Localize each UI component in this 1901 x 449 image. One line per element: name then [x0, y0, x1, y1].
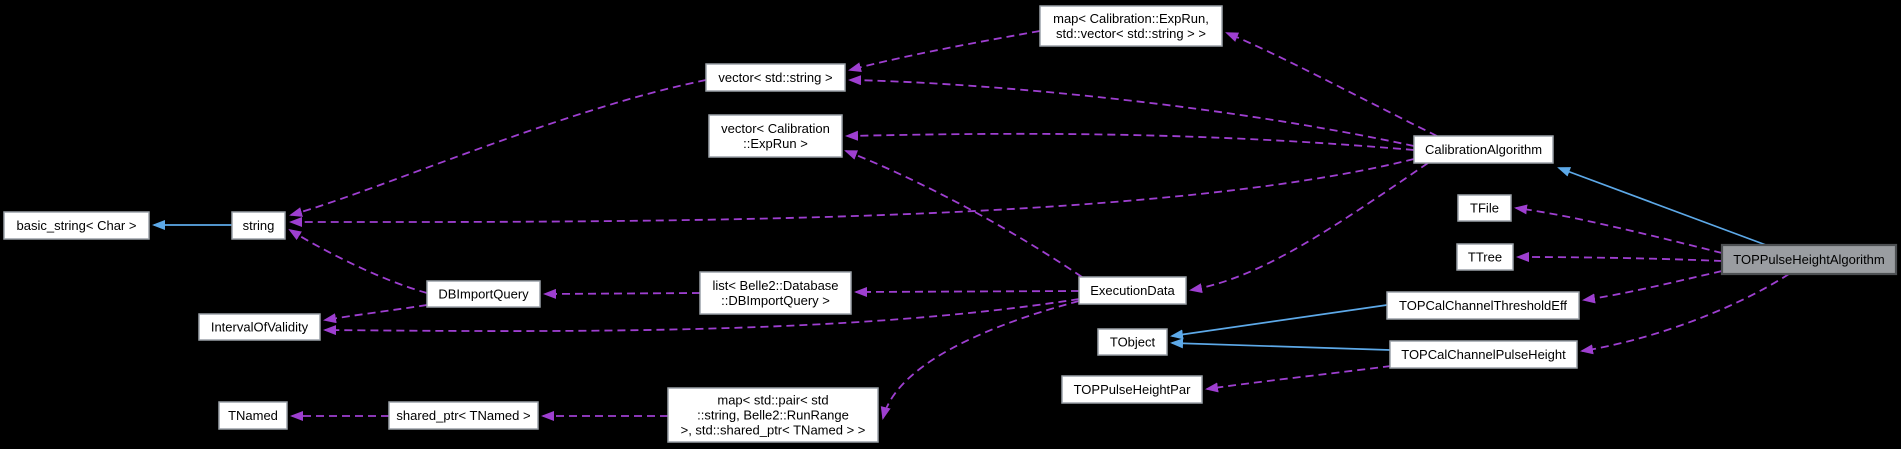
edge-executiondata-to-map-pair-runrange-tnamed — [880, 300, 1080, 420]
node-label-map-exprun-vector-string-line2: std::vector< std::string > > — [1056, 26, 1206, 41]
edge-toppulseheightalgorithm-to-tfile — [1514, 204, 1723, 254]
edge-calibrationalgorithm-to-map-exprun-vector-string — [1225, 32, 1438, 137]
node-label-executiondata: ExecutionData — [1090, 283, 1175, 298]
edge-topcalchannelpulseheight-to-tobject — [1170, 338, 1391, 351]
node-vector-calibration-exprun[interactable]: vector< Calibration::ExpRun > — [708, 114, 843, 158]
node-box-map-exprun-vector-string[interactable] — [1039, 5, 1223, 47]
node-label-toppulseheightpar: TOPPulseHeightPar — [1074, 382, 1191, 397]
edge-toppulseheightalgorithm-to-calibrationalgorithm — [1557, 167, 1767, 246]
node-label-calibrationalgorithm: CalibrationAlgorithm — [1425, 142, 1542, 157]
node-label-intervalofvalidity: IntervalOfValidity — [211, 320, 309, 335]
node-intervalofvalidity[interactable]: IntervalOfValidity — [198, 313, 321, 341]
node-label-string: string — [243, 218, 275, 233]
edge-calibrationalgorithm-to-vector-std-string — [848, 75, 1415, 147]
node-dbimportquery[interactable]: DBImportQuery — [426, 280, 541, 308]
node-box-tfile[interactable] — [1457, 194, 1512, 222]
node-box-map-pair-runrange-tnamed[interactable] — [667, 387, 879, 443]
edge-topcalchannelpulseheight-to-toppulseheightpar — [1205, 365, 1392, 393]
node-toppulseheightpar[interactable]: TOPPulseHeightPar — [1061, 375, 1203, 404]
edge-calibrationalgorithm-to-string — [289, 158, 1415, 228]
edge-vector-std-string-to-string — [289, 79, 707, 217]
node-box-topcalchannelthresholdeff[interactable] — [1386, 291, 1580, 320]
node-box-list-belle2-dbimportquery[interactable] — [699, 271, 852, 315]
node-toppulseheightalgorithm: TOPPulseHeightAlgorithm — [1720, 243, 1898, 276]
edge-calibrationalgorithm-to-vector-calibration-exprun — [845, 130, 1415, 151]
node-label-ttree: TTree — [1468, 250, 1502, 265]
node-tnamed[interactable]: TNamed — [218, 401, 288, 430]
node-box-vector-calibration-exprun[interactable] — [708, 114, 843, 158]
node-box-ttree[interactable] — [1456, 243, 1514, 271]
edge-topcalchannelthresholdeff-to-tobject — [1170, 304, 1388, 340]
node-label-dbimportquery: DBImportQuery — [438, 287, 529, 302]
node-executiondata[interactable]: ExecutionData — [1078, 276, 1187, 305]
edges-layer — [152, 30, 1790, 421]
node-label-tobject: TObject — [1110, 335, 1156, 350]
node-label-basic-string-char: basic_string< Char > — [17, 218, 137, 233]
node-shared-ptr-tnamed[interactable]: shared_ptr< TNamed > — [388, 401, 539, 430]
node-string[interactable]: string — [231, 211, 286, 240]
edge-toppulseheightalgorithm-to-topcalchannelthresholdeff — [1582, 270, 1723, 304]
node-label-topcalchannelpulseheight: TOPCalChannelPulseHeight — [1401, 347, 1566, 362]
node-label-map-pair-runrange-tnamed-line3: >, std::shared_ptr< TNamed > > — [681, 423, 866, 438]
node-box-dbimportquery[interactable] — [426, 280, 541, 308]
node-label-topcalchannelthresholdeff: TOPCalChannelThresholdEff — [1399, 298, 1567, 313]
edge-dbimportquery-to-string — [288, 228, 428, 294]
node-label-toppulseheightalgorithm: TOPPulseHeightAlgorithm — [1733, 252, 1885, 267]
edge-toppulseheightalgorithm-to-ttree — [1516, 252, 1723, 263]
node-ttree[interactable]: TTree — [1456, 243, 1514, 271]
node-box-tobject[interactable] — [1097, 328, 1168, 356]
node-box-basic-string-char[interactable] — [3, 211, 150, 240]
node-map-exprun-vector-string[interactable]: map< Calibration::ExpRun, std::vector< s… — [1039, 5, 1223, 47]
node-box-intervalofvalidity[interactable] — [198, 313, 321, 341]
node-box-toppulseheightalgorithm — [1720, 243, 1898, 276]
node-label-vector-calibration-exprun-line2: ::ExpRun > — [743, 136, 808, 151]
node-box-topcalchannelpulseheight[interactable] — [1389, 340, 1578, 369]
node-label-shared-ptr-tnamed: shared_ptr< TNamed > — [396, 408, 530, 423]
node-label-list-belle2-dbimportquery-line1: list< Belle2::Database — [712, 278, 838, 293]
node-topcalchannelpulseheight[interactable]: TOPCalChannelPulseHeight — [1389, 340, 1578, 369]
node-label-list-belle2-dbimportquery-line2: ::DBImportQuery > — [721, 293, 830, 308]
node-tfile[interactable]: TFile — [1457, 194, 1512, 222]
node-box-tnamed[interactable] — [218, 401, 288, 430]
nodes-layer: map< Calibration::ExpRun, std::vector< s… — [3, 5, 1898, 443]
node-basic-string-char[interactable]: basic_string< Char > — [3, 211, 150, 240]
edge-executiondata-to-intervalofvalidity — [323, 298, 1080, 336]
node-label-vector-std-string: vector< std::string > — [718, 70, 832, 85]
node-box-shared-ptr-tnamed[interactable] — [388, 401, 539, 430]
edge-executiondata-to-vector-calibration-exprun — [844, 150, 1083, 278]
node-box-toppulseheightpar[interactable] — [1061, 375, 1203, 404]
node-vector-std-string[interactable]: vector< std::string > — [705, 63, 846, 92]
edge-toppulseheightalgorithm-to-topcalchannelpulseheight — [1580, 273, 1790, 355]
node-label-map-pair-runrange-tnamed-line1: map< std::pair< std — [717, 393, 828, 408]
edge-map-exprun-vector-string-to-vector-std-string — [848, 30, 1041, 72]
node-map-pair-runrange-tnamed[interactable]: map< std::pair< std::string, Belle2::Run… — [667, 387, 879, 443]
node-topcalchannelthresholdeff[interactable]: TOPCalChannelThresholdEff — [1386, 291, 1580, 320]
node-label-vector-calibration-exprun-line1: vector< Calibration — [721, 121, 830, 136]
node-calibrationalgorithm[interactable]: CalibrationAlgorithm — [1413, 135, 1554, 164]
edge-list-belle2-dbimportquery-to-dbimportquery — [543, 288, 701, 299]
node-label-map-pair-runrange-tnamed-line2: ::string, Belle2::RunRange — [697, 408, 849, 423]
node-box-executiondata[interactable] — [1078, 276, 1187, 305]
edge-dbimportquery-to-intervalofvalidity — [323, 304, 428, 324]
node-label-map-exprun-vector-string-line1: map< Calibration::ExpRun, — [1053, 11, 1209, 26]
edge-executiondata-to-list-belle2-dbimportquery — [854, 286, 1080, 297]
node-list-belle2-dbimportquery[interactable]: list< Belle2::Database::DBImportQuery > — [699, 271, 852, 315]
edge-calibrationalgorithm-to-executiondata — [1189, 162, 1429, 294]
node-box-string[interactable] — [231, 211, 286, 240]
node-label-tnamed: TNamed — [228, 408, 278, 423]
node-tobject[interactable]: TObject — [1097, 328, 1168, 356]
node-label-tfile: TFile — [1470, 201, 1499, 216]
node-box-vector-std-string[interactable] — [705, 63, 846, 92]
node-box-calibrationalgorithm[interactable] — [1413, 135, 1554, 164]
